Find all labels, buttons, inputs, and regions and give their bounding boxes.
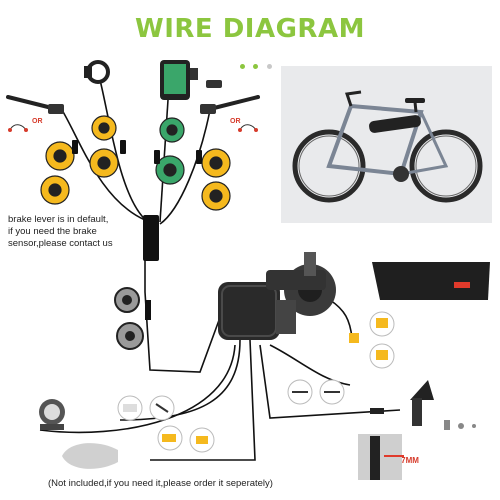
battery-icon xyxy=(372,262,490,300)
bicycle-icon xyxy=(281,66,492,223)
speed-sensor-icon xyxy=(287,379,434,426)
bottom-note: (Not included,if you need it,please orde… xyxy=(48,478,273,489)
brake-lever-icon xyxy=(6,95,64,114)
brake-lever-icon xyxy=(200,95,260,114)
battery-connector-icon xyxy=(349,311,395,369)
page-title: WIRE DIAGRAM xyxy=(135,14,365,44)
or-left-label: OR xyxy=(32,118,43,125)
dropout-label: 5-7MM xyxy=(394,456,419,465)
connector-icon xyxy=(114,287,151,350)
dot-active xyxy=(240,64,245,69)
carousel-dots xyxy=(238,56,274,74)
brake-sensor-note: brake lever is in default, if you need t… xyxy=(8,214,113,249)
thumb-throttle-icon xyxy=(84,60,110,84)
connector-icon xyxy=(117,395,215,453)
hardware-icon xyxy=(444,420,476,430)
bicycle-photo xyxy=(281,66,492,223)
dot-inactive xyxy=(266,64,272,69)
connector-icon xyxy=(40,115,231,211)
dot-active xyxy=(253,64,259,69)
dropout-photo-icon xyxy=(358,434,404,480)
headlight-icon xyxy=(39,399,65,430)
motor-icon xyxy=(218,252,336,340)
accessory-icon xyxy=(62,443,118,469)
lcd-display-icon xyxy=(160,60,222,100)
junction-hub-icon xyxy=(143,215,159,261)
or-right-label: OR xyxy=(230,118,241,125)
